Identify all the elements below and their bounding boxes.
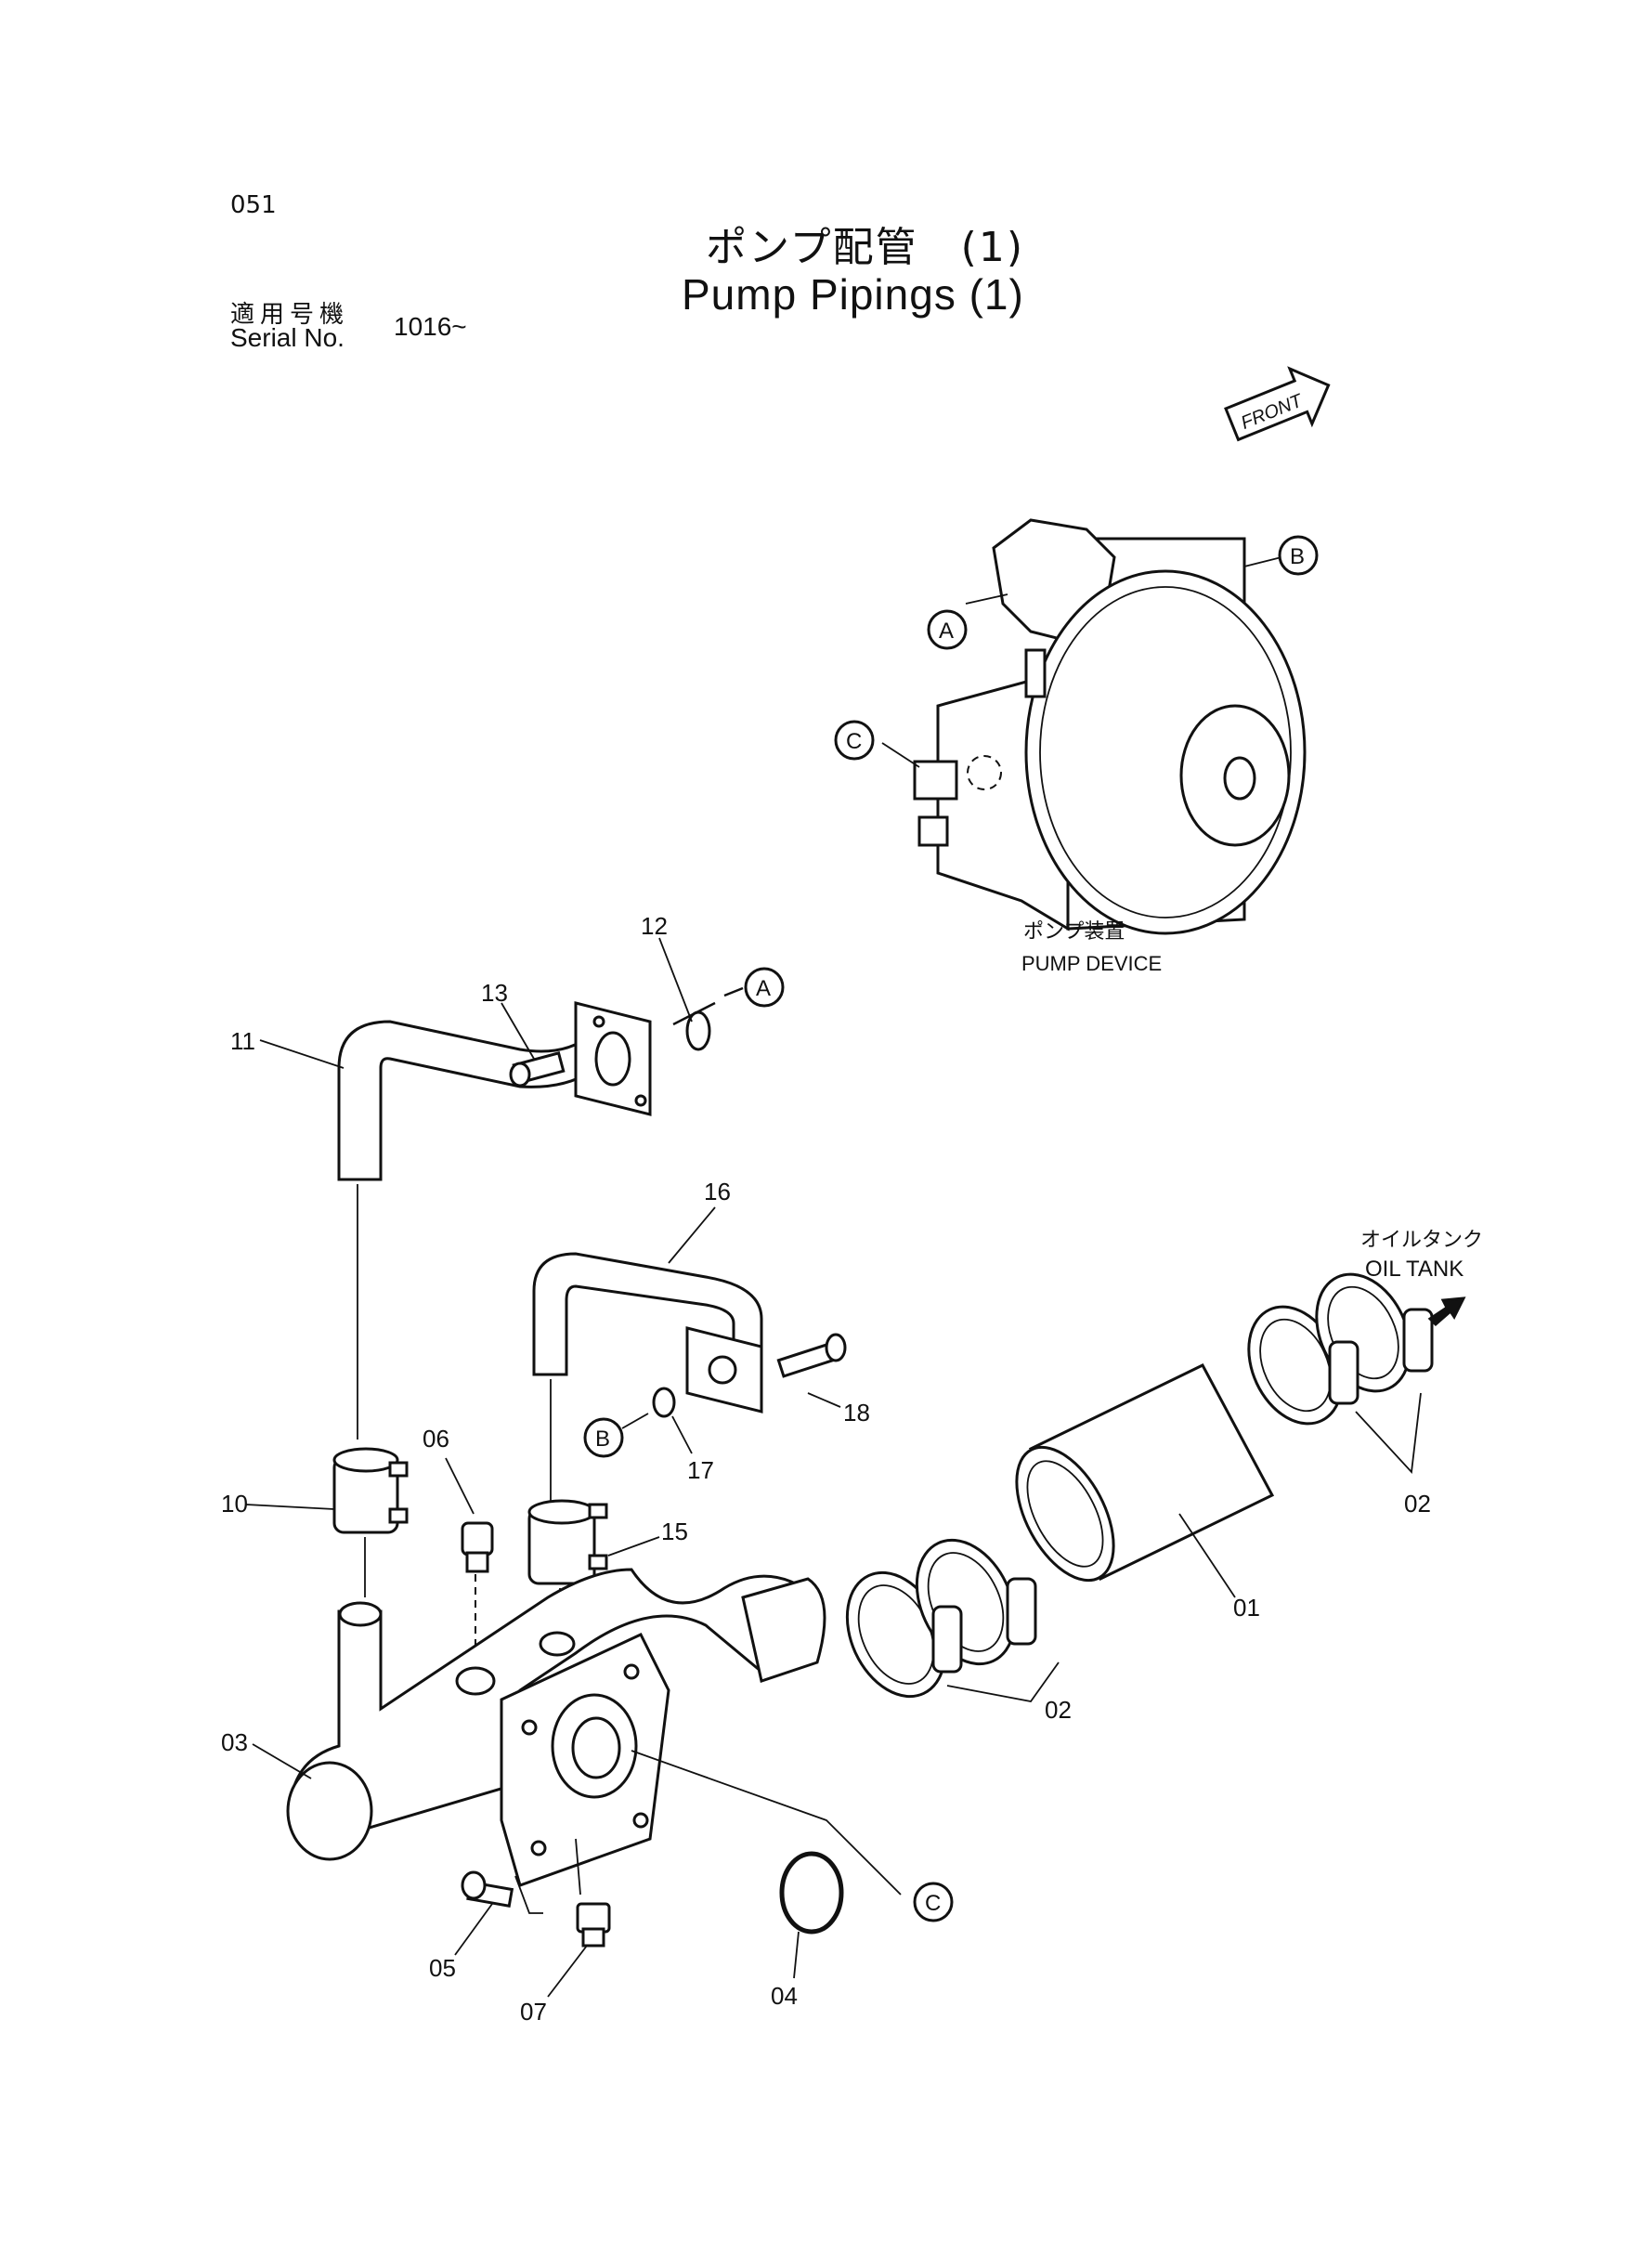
page-title-japanese: ポンプ配管 (1)	[706, 224, 1025, 271]
clamp-02-lower	[845, 1538, 1037, 1699]
ref-c-pipe: C	[913, 1882, 954, 1922]
pipe-03	[286, 1568, 826, 1887]
svg-text:C: C	[925, 1891, 941, 1916]
ref-c-pump: C	[834, 720, 875, 761]
plug-06	[461, 1521, 494, 1573]
ref-a-pump: A	[927, 609, 968, 650]
callout-04: 04	[771, 1982, 798, 2010]
callout-06: 06	[423, 1425, 449, 1453]
bolt-05	[461, 1870, 514, 1908]
callout-15: 15	[661, 1518, 688, 1545]
serial-label-japanese: 適用号機	[230, 301, 350, 329]
svg-text:A: A	[756, 976, 771, 1001]
callout-11: 11	[230, 1027, 255, 1055]
page-number: 051	[230, 191, 277, 219]
bolt-13	[509, 1051, 566, 1088]
o-ring-04	[779, 1851, 844, 1935]
serial-number-value: 1016~	[394, 312, 467, 341]
page-title: Pump Pipings (1)	[682, 270, 1024, 319]
callout-02-lower: 02	[1045, 1696, 1072, 1724]
callout-02-upper: 02	[1404, 1490, 1431, 1518]
serial-label: Serial No.	[230, 323, 345, 352]
pipe-11	[337, 1001, 652, 1181]
pump-device-label-japanese: ポンプ装置	[1023, 919, 1125, 943]
plug-07	[576, 1902, 611, 1948]
pump-device-label: PUMP DEVICE	[1021, 952, 1162, 975]
callout-18: 18	[843, 1399, 870, 1427]
callout-10: 10	[221, 1490, 248, 1518]
svg-text:C: C	[846, 729, 862, 754]
callout-13: 13	[481, 979, 508, 1007]
callout-03: 03	[221, 1728, 248, 1756]
bolt-18	[776, 1333, 847, 1378]
callout-07: 07	[520, 1998, 547, 2026]
svg-text:A: A	[939, 619, 954, 644]
pipe-16	[532, 1252, 763, 1414]
ref-a-pipe: A	[744, 967, 785, 1008]
o-ring-17	[652, 1387, 676, 1418]
hose-10	[332, 1447, 409, 1534]
front-arrow-icon: FRONT	[1224, 366, 1331, 442]
callout-17: 17	[687, 1456, 714, 1484]
callout-05: 05	[429, 1954, 456, 1982]
callout-16: 16	[704, 1178, 731, 1205]
svg-text:B: B	[595, 1427, 610, 1452]
clamp-02-upper	[1247, 1272, 1434, 1426]
pump-device: ポンプ装置 PUMP DEVICE	[881, 518, 1307, 975]
oil-tank-label-japanese: オイルタンク	[1360, 1228, 1483, 1251]
oil-tank-arrow-icon	[1427, 1296, 1466, 1327]
oil-tank-label: OIL TANK	[1365, 1257, 1463, 1282]
ref-b-pump: B	[1278, 535, 1319, 576]
hose-01	[1015, 1363, 1275, 1583]
ref-b-pipe: B	[583, 1417, 624, 1458]
callout-12: 12	[641, 912, 668, 940]
svg-text:B: B	[1290, 544, 1305, 569]
callout-01: 01	[1233, 1594, 1260, 1622]
hose-15	[527, 1499, 608, 1585]
